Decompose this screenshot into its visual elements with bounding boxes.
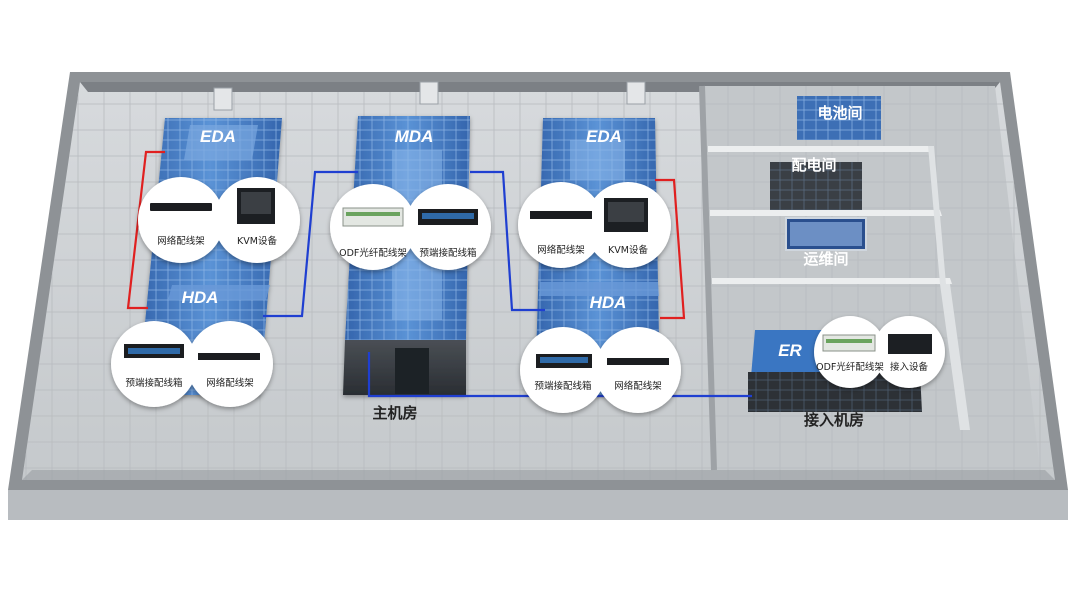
room-label-access: 接入机房 [804,411,864,429]
device-label: 网络配线架 [157,235,205,247]
device-label: 预端接配线箱 [534,380,591,392]
device-label: 预端接配线箱 [125,377,182,389]
zone-label-mda: MDA [395,127,434,146]
cable-red [126,150,686,320]
service-area [699,85,1040,471]
device-label: KVM设备 [608,244,648,256]
zone-label-hda-right: HDA [590,293,627,312]
er-racks [748,330,922,412]
device-label: 网络配线架 [537,244,585,256]
zone-label-eda-left: EDA [200,127,236,146]
device-label: 预端接配线箱 [419,247,476,259]
patch-panel-icon [530,211,592,219]
room-label-power: 配电间 [791,156,836,174]
device-group-hda-left [111,321,273,407]
access-device-icon [888,334,932,354]
room-label-battery: 电池间 [817,104,862,122]
device-group-mda [330,184,491,270]
ac-unit-icon [213,87,233,111]
zone-label-eda-right: EDA [586,127,622,146]
device-label: 网络配线架 [206,377,254,389]
patch-panel-icon [198,353,260,360]
device-label: 接入设备 [890,361,929,373]
zone-label-hda-left: HDA [182,288,219,307]
power-cabinets [770,162,862,210]
device-label: KVM设备 [237,235,277,247]
device-label: 网络配线架 [614,380,662,392]
odf-panel-icon [342,207,404,227]
ac-unit-icon [626,81,646,105]
patch-panel-icon [150,203,212,211]
ops-console [785,217,867,251]
zone-label-er: ER [778,341,802,360]
device-group-hda-right [520,327,681,413]
patch-panel-icon [607,358,669,365]
battery-racks [797,96,881,140]
room-label-main: 主机房 [372,404,417,422]
device-label: ODF光纤配线架 [339,247,407,259]
device-label: ODF光纤配线架 [816,361,884,373]
ac-unit-icon [419,81,439,105]
room-label-ops: 运维间 [803,250,848,268]
